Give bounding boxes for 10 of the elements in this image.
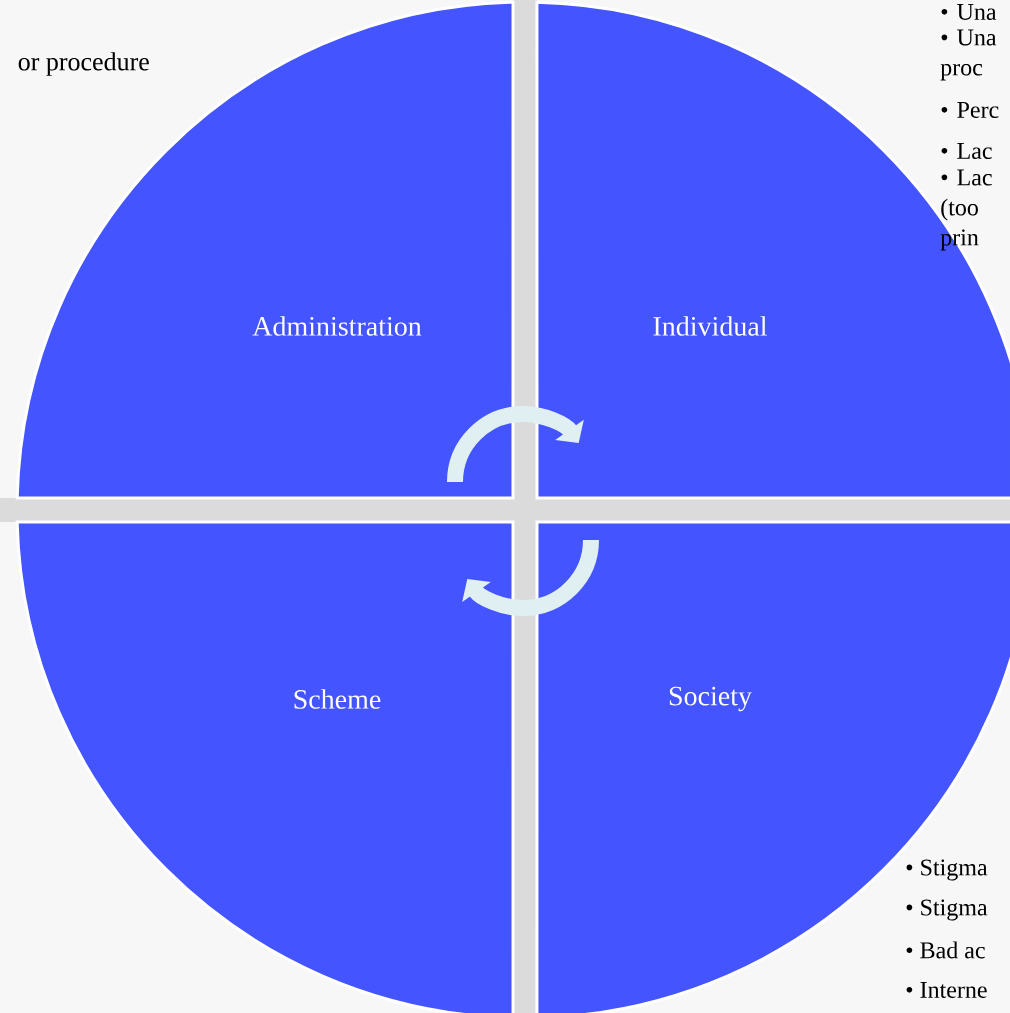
bullet-item: • Lac <box>941 143 992 159</box>
quadrant-segment: Scheme <box>15 520 515 1013</box>
bullet-item: • Perc <box>941 102 999 118</box>
bullet-item: • Una <box>941 4 997 20</box>
bullet-item: • Stigma <box>906 859 988 881</box>
bullet-item: • Una proc <box>940 29 997 81</box>
bullet-item: • Bad ac <box>906 941 985 959</box>
bullet-item: • Stigma <box>906 899 988 921</box>
bullet-item: • Interne <box>906 982 987 998</box>
slide-text: or procedure <box>18 52 149 76</box>
